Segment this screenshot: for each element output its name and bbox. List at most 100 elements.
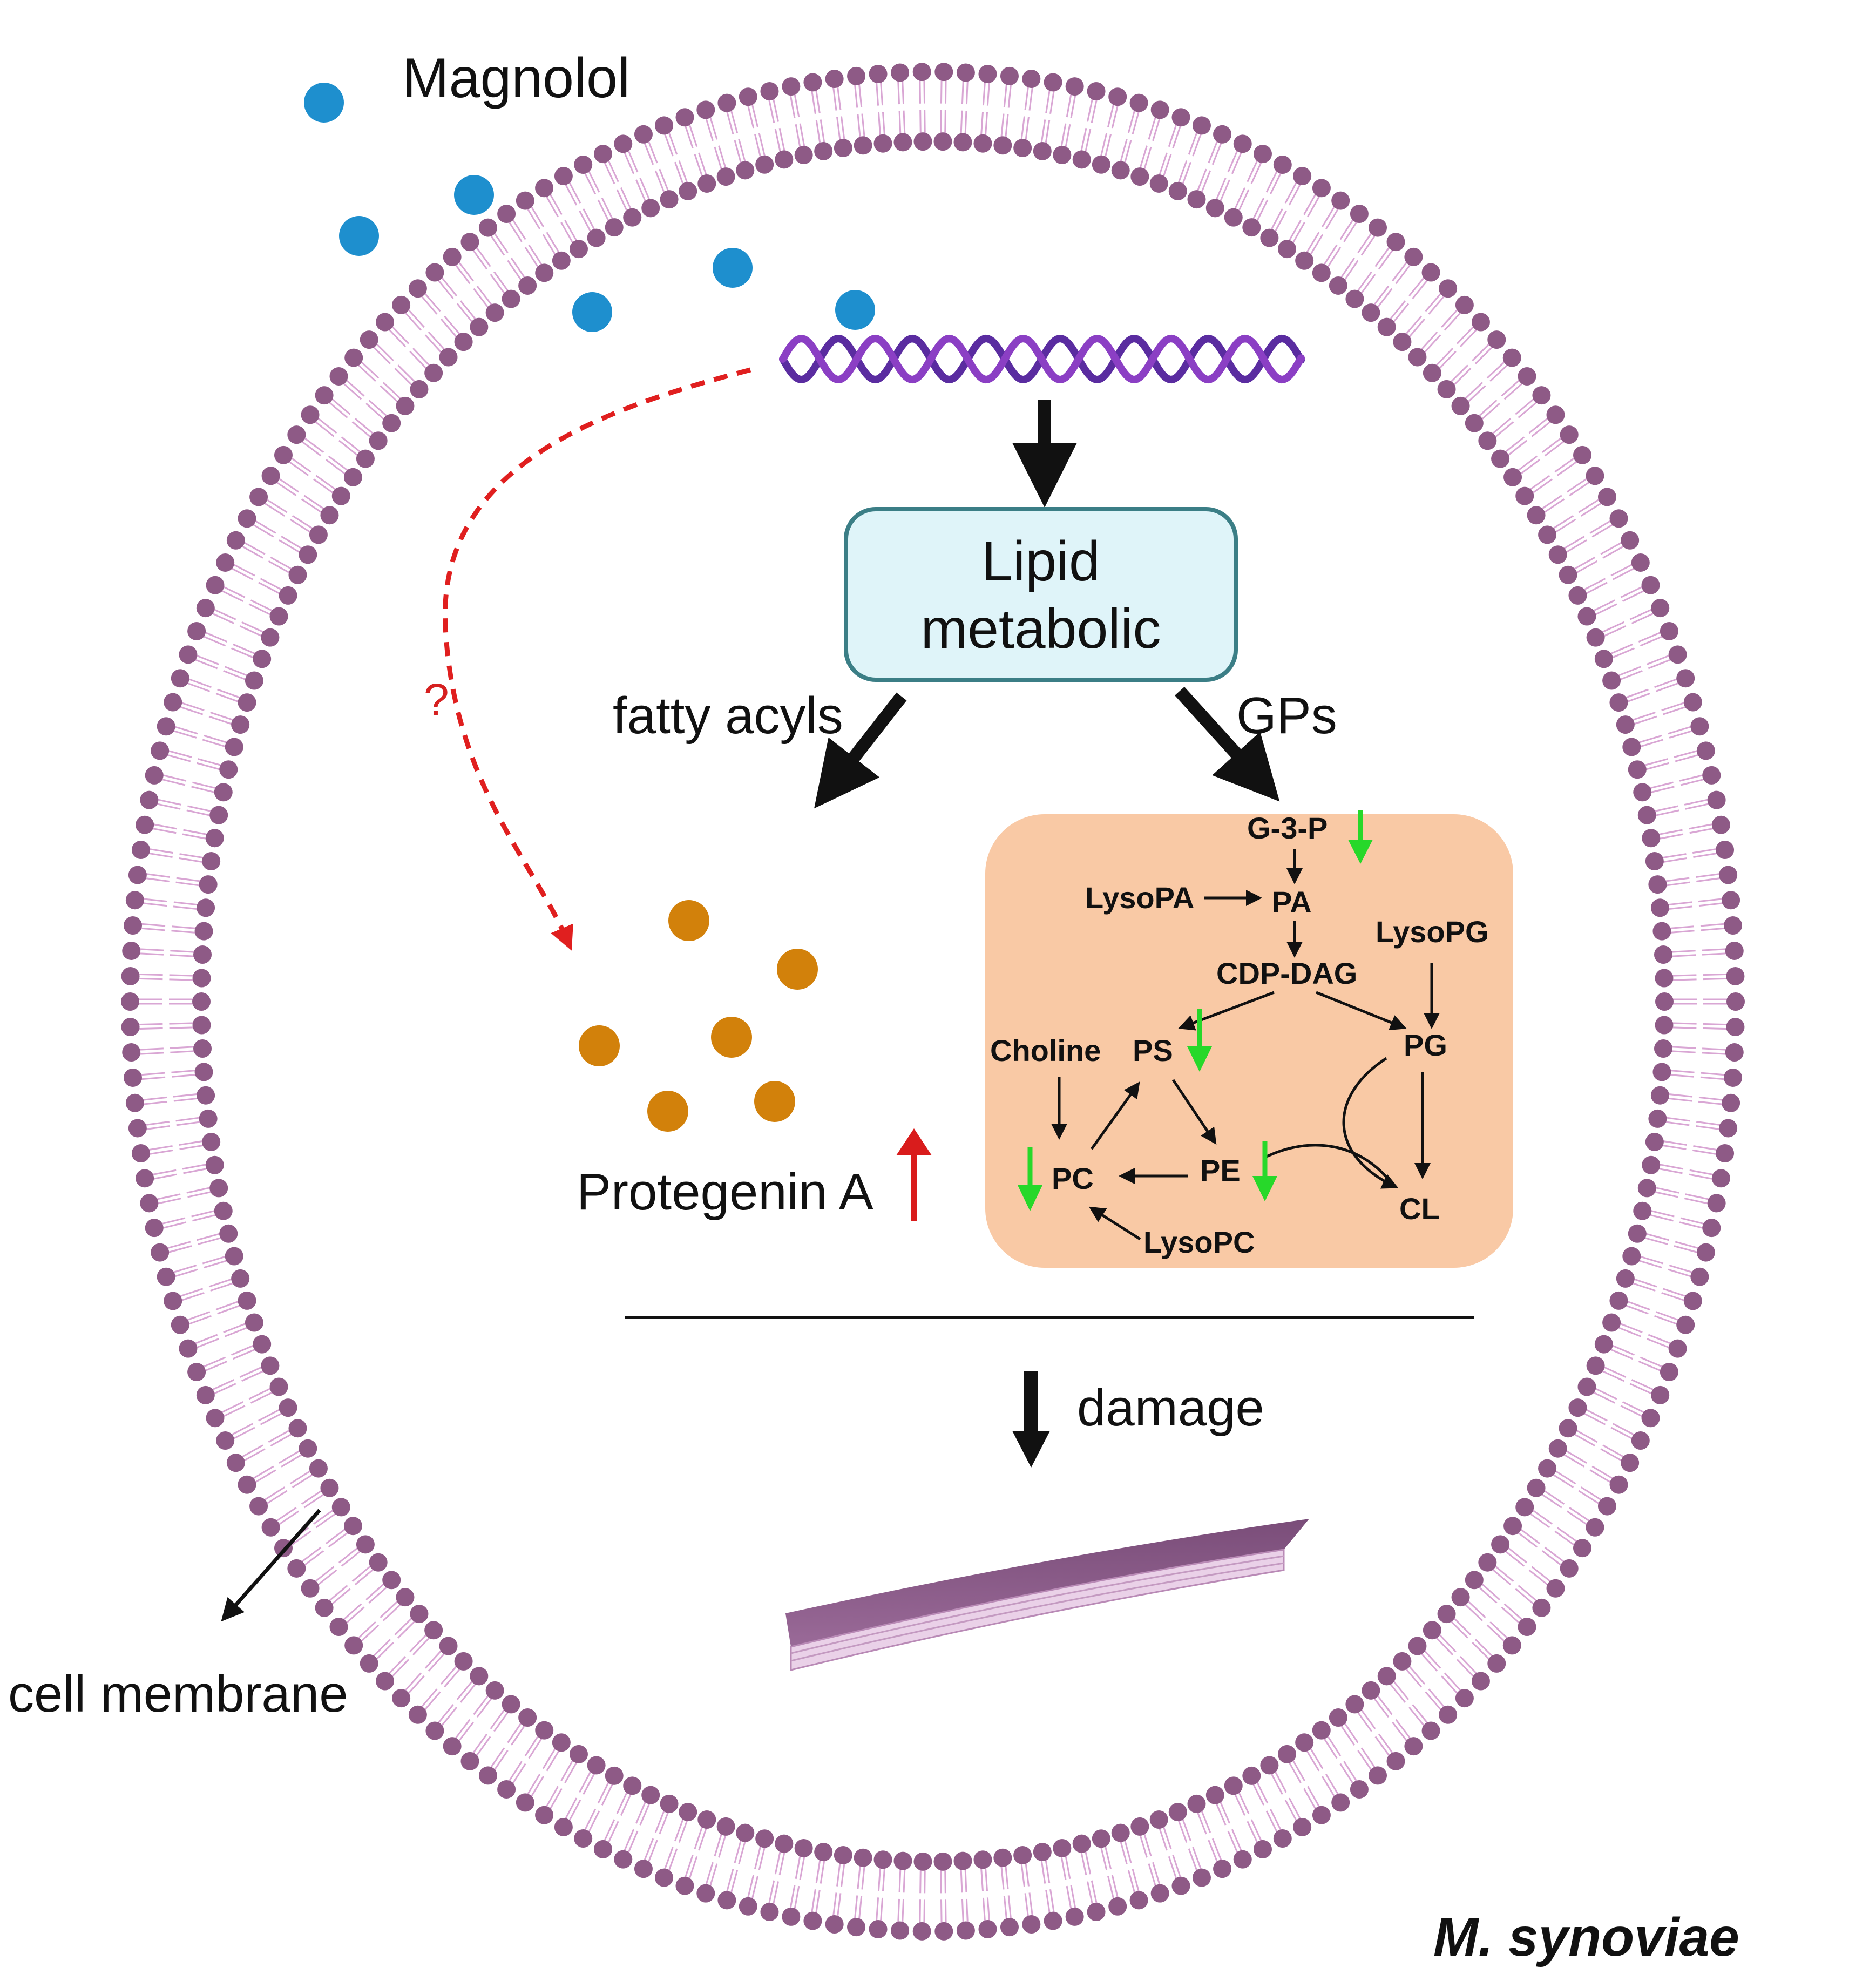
lipid-head	[131, 841, 150, 860]
lipid-head	[1586, 467, 1604, 485]
lipid-tail	[394, 1617, 413, 1636]
lipid-tail	[854, 1895, 858, 1919]
lipid-tail	[1692, 1149, 1717, 1155]
lipid-head	[1538, 525, 1557, 544]
lipid-head	[1242, 1766, 1261, 1785]
lipid-head	[269, 607, 288, 626]
lipid-head	[439, 348, 458, 367]
lipid-tail	[1541, 495, 1562, 510]
lipid-tail	[1648, 658, 1672, 670]
lipid-tail	[1309, 234, 1324, 256]
lipid-metabolic-box	[844, 507, 1238, 682]
lipid-head	[343, 468, 362, 486]
lipid-tail	[241, 1370, 265, 1382]
lipid-tail	[338, 440, 359, 457]
lipid-tail	[1519, 459, 1540, 475]
lipid-head	[1633, 1201, 1652, 1220]
lipid-tail	[1080, 127, 1087, 152]
lipid-tail	[1425, 292, 1442, 312]
pc-down-arrow-icon	[1018, 1147, 1042, 1211]
lipid-tail	[898, 110, 902, 135]
lipid-tail	[409, 350, 428, 370]
lipid-head	[424, 1621, 443, 1640]
lipid-tail	[1552, 515, 1574, 530]
lipid-head	[554, 167, 573, 186]
lipid-head	[1503, 468, 1522, 486]
lipid-head	[912, 1922, 931, 1941]
lipid-tail	[659, 1811, 669, 1835]
lipid-tail	[1679, 774, 1704, 782]
lipid-tail	[794, 1885, 800, 1910]
lipid-tail	[161, 774, 187, 782]
magnolol-molecules	[304, 83, 875, 332]
lipid-tail	[1100, 133, 1108, 157]
lipid-tail	[524, 247, 539, 268]
lipid-head	[125, 891, 144, 910]
lipid-head	[424, 363, 443, 382]
lipid-tail	[734, 1839, 742, 1863]
lipid-head	[696, 100, 715, 119]
lipid-tail	[964, 1868, 967, 1893]
lipid-tail	[1580, 502, 1603, 517]
lipid-tail	[493, 232, 509, 253]
lipid-box-line2: metabolic	[920, 598, 1161, 660]
lipid-head	[1451, 1588, 1470, 1607]
damage-label: damage	[1077, 1379, 1264, 1437]
lipid-tail	[1360, 1708, 1376, 1729]
lipid-tail	[778, 127, 785, 152]
lipid-tail	[1148, 1863, 1157, 1887]
lipid-tail	[1507, 440, 1528, 457]
lipid-head	[193, 945, 212, 964]
lipid-tail	[169, 974, 194, 977]
lipid-tail	[194, 1334, 218, 1345]
lipid-tail	[1541, 1550, 1562, 1566]
lipid-tail	[140, 1072, 165, 1076]
lipid-tail	[877, 112, 882, 137]
lipid-tail	[1080, 1851, 1087, 1876]
lipid-head	[1108, 1897, 1127, 1916]
lipid-tail	[1565, 539, 1587, 553]
lipid-tail	[1703, 1027, 1728, 1030]
lipid-tail	[1322, 1776, 1336, 1798]
lipid-tail	[140, 927, 165, 931]
lipid-tail	[360, 1624, 380, 1642]
node-lysopa: LysoPA	[1085, 881, 1194, 915]
lipid-head	[1722, 891, 1740, 910]
lipid-tail	[794, 93, 800, 118]
lipid-tail	[1045, 89, 1051, 113]
lipid-tail	[140, 1076, 166, 1080]
lipid-tail	[1601, 1370, 1624, 1382]
lipid-head	[1312, 179, 1331, 198]
lipid-tail	[1602, 545, 1625, 559]
lipid-head	[1022, 1915, 1041, 1934]
lipid-head	[535, 263, 554, 282]
lipid-tail	[397, 364, 416, 383]
lipid-tail	[145, 873, 171, 878]
lipid-tail	[179, 1140, 204, 1146]
lipid-head	[675, 108, 694, 127]
lipid-tail	[428, 331, 446, 351]
lipid-head	[1616, 1269, 1635, 1288]
lipid-tail	[940, 1899, 943, 1924]
lipid-tail	[328, 1585, 348, 1602]
lipid-head	[194, 1063, 213, 1081]
lipid-tail	[1360, 234, 1376, 256]
lipid-tail	[961, 1899, 964, 1923]
lipid-tail	[1457, 1659, 1475, 1678]
lipid-tail	[1503, 382, 1523, 400]
lipid-tail	[1580, 1486, 1603, 1501]
lipid-tail	[1624, 1304, 1649, 1315]
lipid-tail	[1619, 670, 1643, 681]
lipid-tail	[171, 930, 197, 934]
lipid-head	[1637, 1179, 1656, 1198]
lipid-tail	[1700, 1076, 1725, 1080]
lipid-tail	[1049, 1889, 1055, 1914]
lipid-tail	[289, 518, 311, 533]
lipid-tail	[1662, 857, 1687, 863]
lipid-tail	[266, 1490, 288, 1505]
lipid-tail	[179, 1144, 205, 1150]
lipid-tail	[1423, 1649, 1441, 1669]
lipid-tail	[1640, 635, 1664, 647]
lipid-tail	[1374, 1736, 1391, 1757]
lipid-tail	[1200, 170, 1211, 194]
